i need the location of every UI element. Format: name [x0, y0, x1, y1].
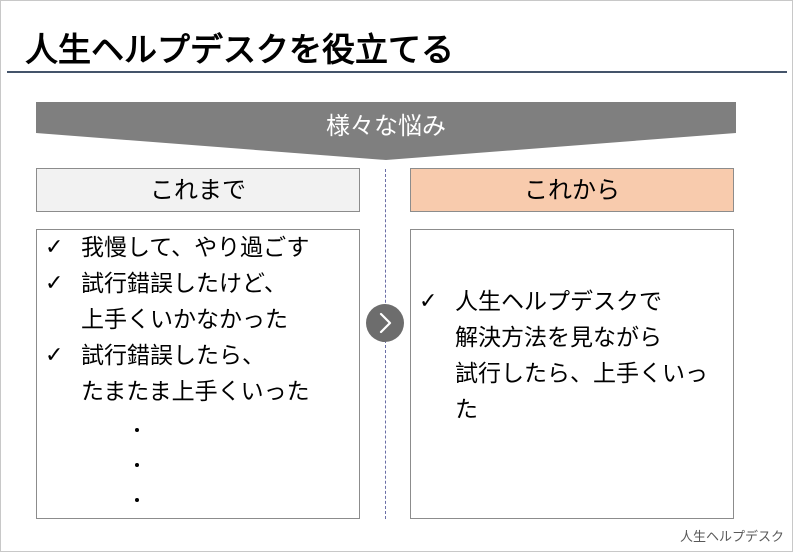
before-header: これまで: [36, 168, 360, 212]
after-item-line-1: 人生ヘルプデスクで: [455, 289, 662, 315]
footer-label: 人生ヘルプデスク: [679, 530, 784, 545]
check-icon: ✓: [45, 271, 64, 296]
banner-arrow-shape: [36, 102, 736, 160]
after-item-line-4: た: [455, 397, 478, 423]
after-panel: ✓ 人生ヘルプデスクで 解決方法を見ながら 試行したら、上手くいっ た: [410, 229, 734, 519]
ellipsis-dot: [135, 498, 139, 502]
before-item-2-line-1: 試行錯誤したけど、: [81, 271, 287, 297]
after-header: これから: [410, 168, 734, 212]
before-panel: ✓ 我慢して、やり過ごす ✓ 試行錯誤したけど、 上手くいかなかった ✓ 試行錯…: [36, 229, 360, 519]
before-item-3-line-2: たまたま上手くいった: [81, 379, 310, 405]
ellipsis-dot: [135, 463, 139, 467]
title-underline: [7, 71, 787, 73]
column-divider: [385, 169, 386, 519]
banner-label: 様々な悩み: [326, 112, 446, 140]
before-item-2-line-2: 上手くいかなかった: [81, 307, 288, 333]
slide-title: 人生ヘルプデスクを役立てる: [25, 30, 454, 69]
ellipsis-dot: [135, 428, 139, 432]
worries-banner: 様々な悩み: [36, 102, 736, 160]
after-item-line-3: 試行したら、上手くいっ: [455, 361, 708, 387]
check-icon: ✓: [419, 289, 438, 314]
check-icon: ✓: [45, 235, 64, 260]
check-icon: ✓: [45, 343, 64, 368]
chevron-right-icon: [366, 304, 404, 342]
before-item-1-line-1: 我慢して、やり過ごす: [81, 235, 310, 261]
before-item-3-line-1: 試行錯誤したら、: [81, 343, 265, 369]
after-item-line-2: 解決方法を見ながら: [455, 325, 662, 351]
